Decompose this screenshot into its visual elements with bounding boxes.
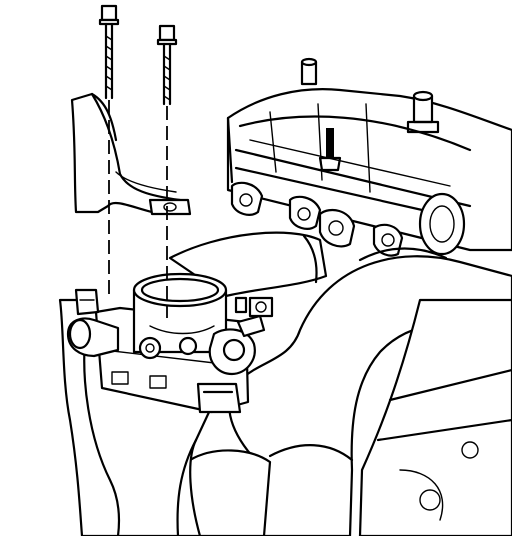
throttle-body	[66, 272, 274, 414]
intake-runners	[230, 181, 404, 257]
lower-hose	[184, 247, 512, 536]
bolt-left	[98, 4, 120, 300]
bolt-right	[156, 24, 178, 318]
bracket	[70, 92, 192, 216]
intake-manifold	[58, 298, 212, 536]
cylinder-head	[226, 57, 512, 256]
